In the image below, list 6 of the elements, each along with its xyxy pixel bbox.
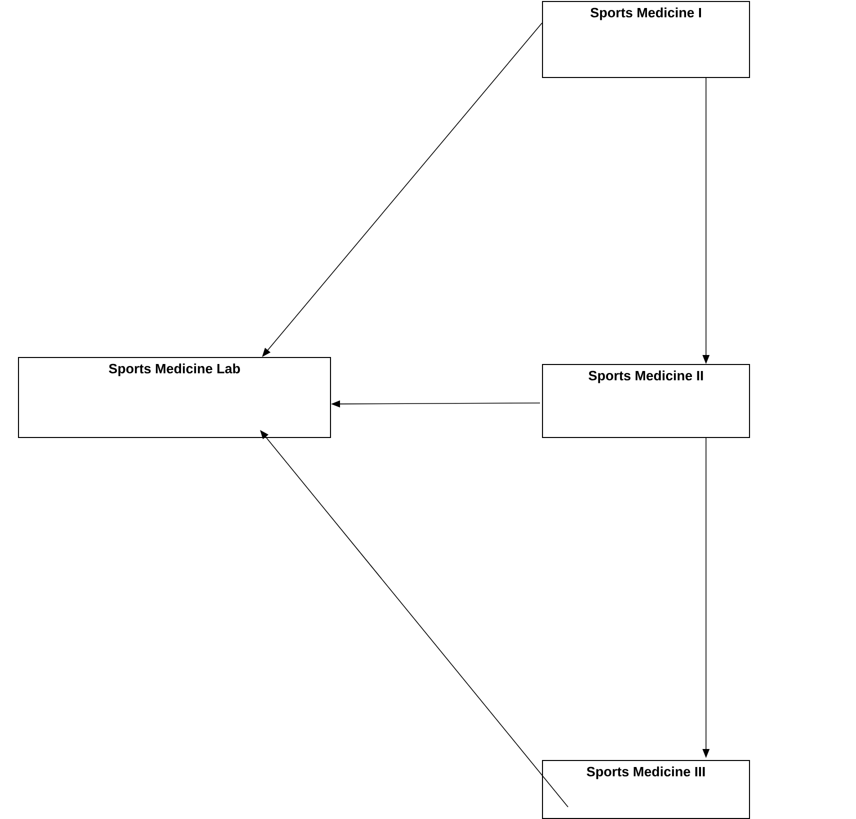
arrow bbox=[262, 22, 542, 357]
box: Sports Medicine II bbox=[542, 364, 750, 438]
box: Sports Medicine III bbox=[542, 760, 750, 819]
arrow bbox=[260, 430, 568, 808]
box: Sports Medicine I bbox=[542, 1, 750, 78]
box: Sports Medicine Lab bbox=[18, 357, 331, 438]
